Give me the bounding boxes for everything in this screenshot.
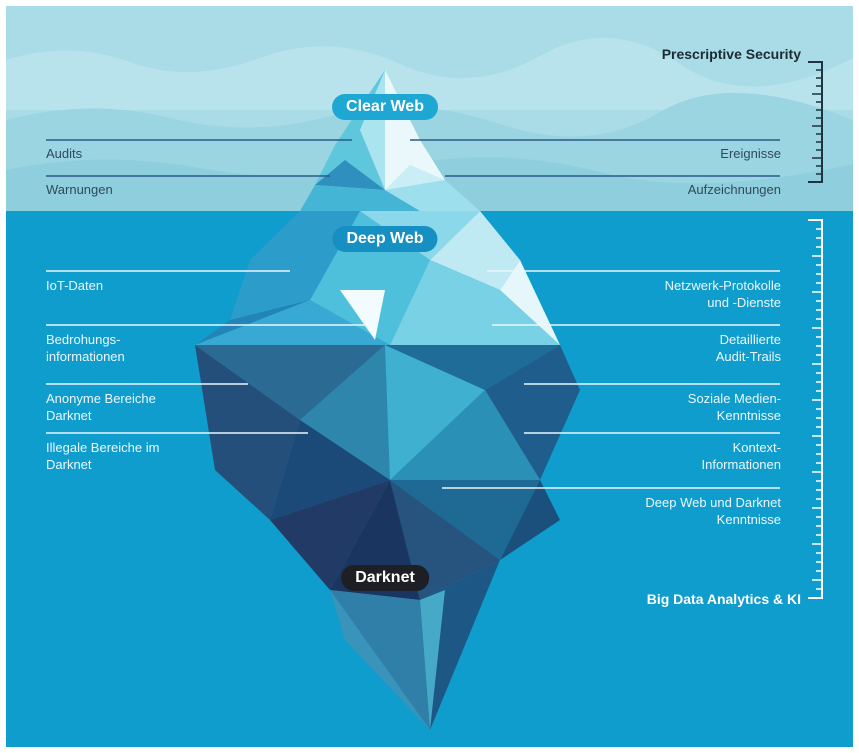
label-warnungen: Warnungen	[46, 182, 113, 197]
label-soziale-medien: Soziale Medien- Kenntnisse	[687, 391, 781, 423]
label-detaillierte-audit-trails: Detaillierte Audit-Trails	[715, 332, 781, 364]
label-audits: Audits	[46, 146, 83, 161]
scale-top-label: Prescriptive Security	[661, 46, 801, 62]
label-iot-daten: IoT-Daten	[46, 278, 104, 293]
darknet-badge: Darknet	[341, 565, 429, 591]
label-kontext-informationen: Kontext- Informationen	[701, 440, 782, 472]
label-aufzeichnungen: Aufzeichnungen	[687, 182, 781, 197]
label-anonyme-bereiche: Anonyme Bereiche Darknet	[46, 391, 156, 423]
scale-bottom-label: Big Data Analytics & KI	[646, 591, 801, 607]
deep-web-badge: Deep Web	[332, 226, 438, 252]
scale-bar	[808, 61, 823, 599]
clear-web-badge: Clear Web	[332, 94, 438, 120]
label-ereignisse: Ereignisse	[720, 146, 781, 161]
label-bedrohungsinformationen: Bedrohungs- informationen	[46, 332, 125, 364]
connector-lines	[46, 139, 780, 489]
label-deep-web-darknet: Deep Web und Darknet Kenntnisse	[645, 495, 781, 527]
label-netzwerk-protokolle: Netzwerk-Protokolle und -Dienste	[664, 278, 781, 310]
iceberg-bottom	[195, 211, 580, 730]
label-illegale-bereiche: Illegale Bereiche im Darknet	[46, 440, 160, 472]
